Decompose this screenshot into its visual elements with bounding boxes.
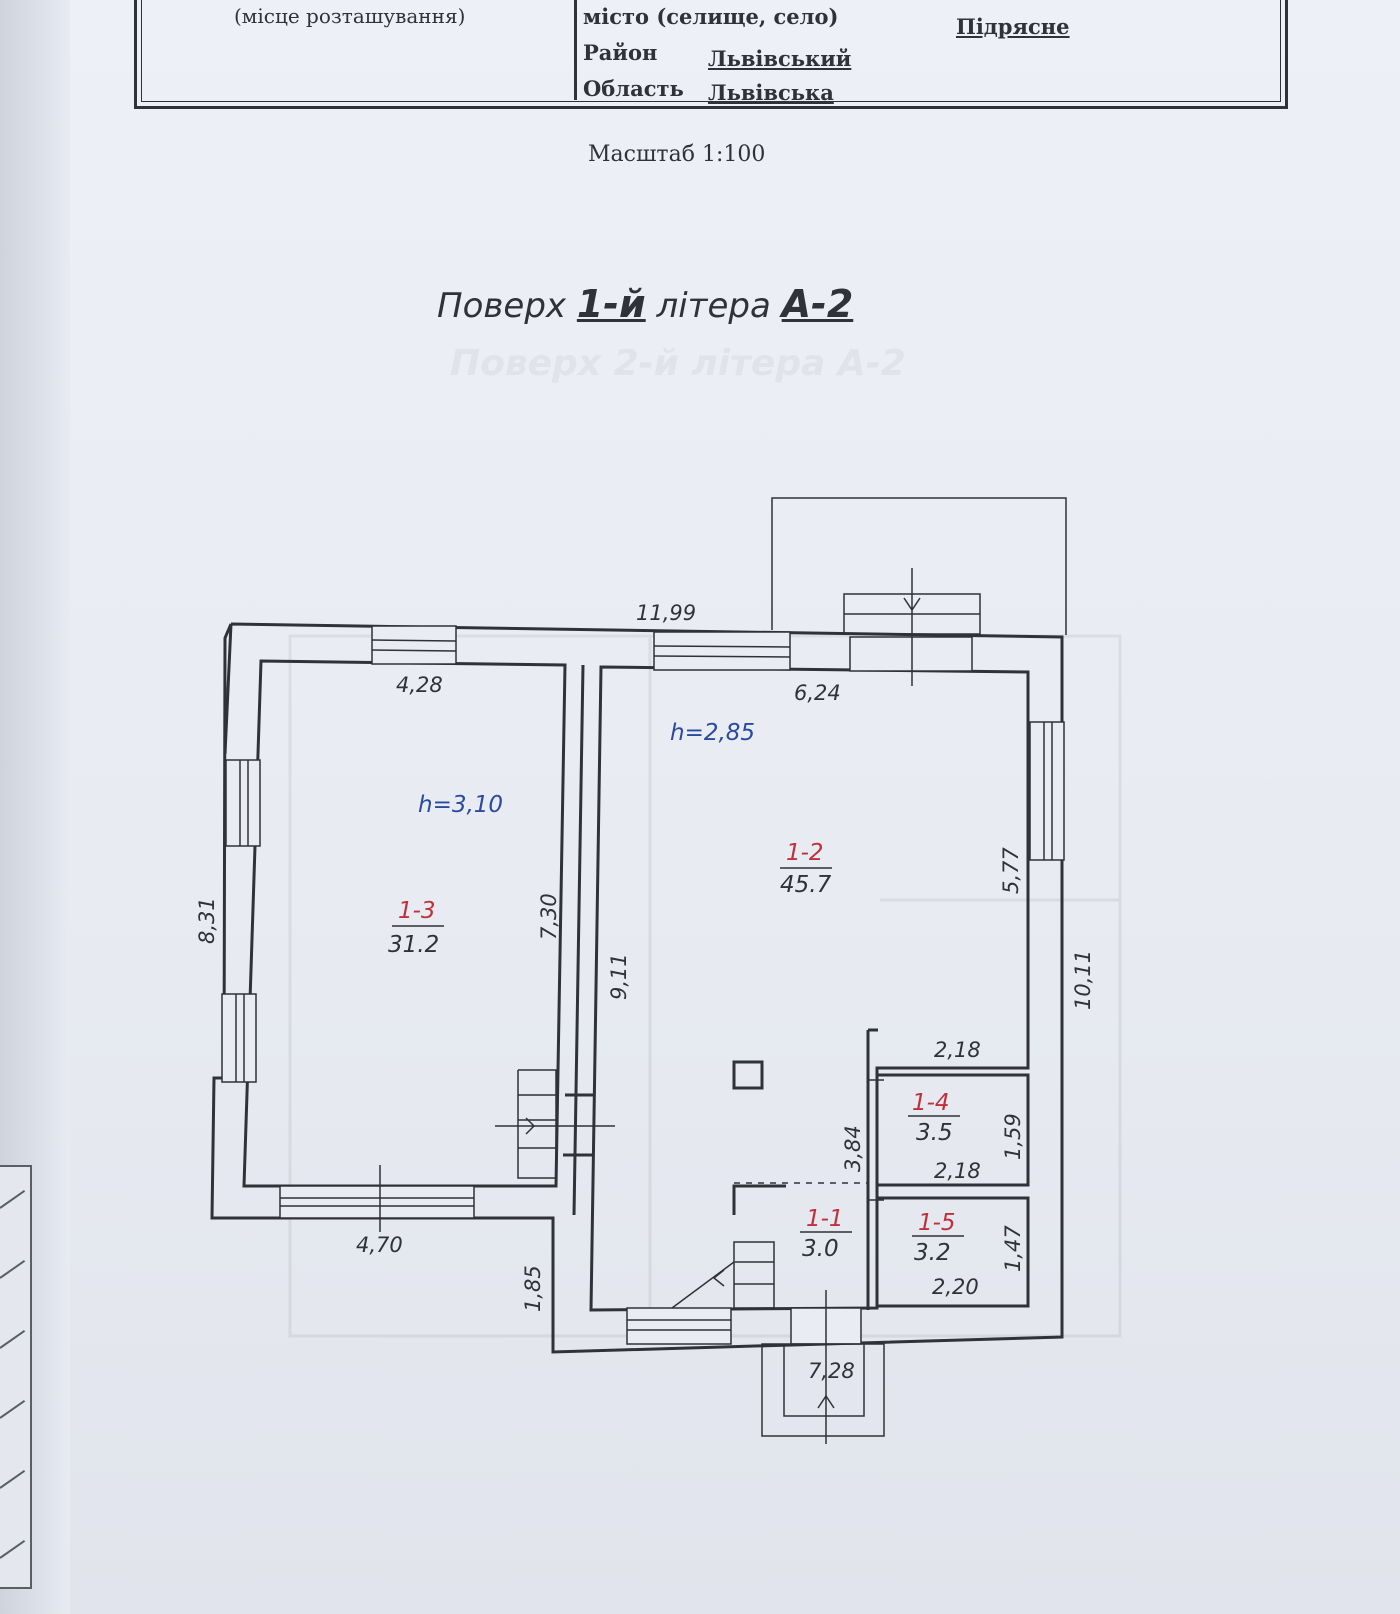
dim-room-1-5-width: 2,20 [932,1275,979,1299]
floor-value: 1-й [576,282,646,326]
room-1-2-label: 1-2 45.7 [780,840,832,898]
svg-text:45.7: 45.7 [780,872,832,898]
region-value: Львівська [708,80,834,105]
height-label-left: h=3,10 [418,792,503,818]
district-label: Район [583,40,658,65]
dim-room-1-3-height: 7,30 [537,893,561,940]
terrace-outline [771,497,1067,635]
dim-room-1-4-bottom: 2,18 [934,1159,981,1183]
height-label-right: h=2,85 [670,720,755,746]
svg-text:1-2: 1-2 [786,840,824,866]
svg-text:1-4: 1-4 [912,1090,950,1116]
window-bottom-left [279,1185,475,1219]
dim-top-total: 11,99 [636,601,696,625]
dim-room-1-2-width: 6,24 [794,681,841,705]
room-1-3-label: 1-3 31.2 [388,898,444,958]
svg-text:1-3: 1-3 [398,898,436,924]
svg-text:31.2: 31.2 [388,932,439,958]
window-bottom-middle [626,1307,732,1345]
show-through-title: Поверх 2-й літера А-2 [450,343,906,384]
region-label: Область [583,76,684,101]
city-value: Підрясне [956,14,1070,39]
svg-text:1-5: 1-5 [918,1210,956,1236]
document-page [68,0,1400,1614]
room-1-5-label: 1-5 3.2 [912,1210,964,1266]
stairs-room-1-3 [517,1069,557,1179]
dim-room-1-2-height-right: 5,77 [999,847,1023,894]
entrance-door-top [849,636,973,672]
partition-wall [572,664,585,1216]
letter-value: А-2 [781,282,854,326]
city-label: місто (селище, село) [583,4,839,29]
room-1-1-label: 1-1 3.0 [800,1206,852,1262]
stairs-room-1-1 [733,1241,775,1309]
scale-label: Масштаб 1:100 [588,142,766,167]
letter-word: літера [656,286,771,326]
dim-step-height: 1,85 [521,1265,545,1312]
dim-right-total: 10,11 [1071,950,1095,1010]
room-1-4-outline [875,1073,1030,1187]
room-1-5-outline [875,1196,1030,1308]
dim-room-1-2-height-left: 9,11 [607,953,631,1000]
svg-text:1-1: 1-1 [806,1206,844,1232]
dim-corridor-height: 3,84 [841,1125,865,1172]
porch-bottom [761,1343,885,1437]
svg-text:3.5: 3.5 [916,1120,953,1146]
dim-room-1-3-width: 4,28 [396,673,443,697]
window-left-lower [221,993,257,1083]
chimney [732,1060,764,1090]
stair-rail [732,1184,786,1215]
outer-wall-nw [223,623,233,755]
window-top-left [371,625,457,665]
dim-left-total: 8,31 [195,897,219,944]
dim-bottom-right: 7,28 [808,1359,855,1383]
floor-word: Поверх [437,286,567,326]
window-right [1029,721,1065,861]
header-divider [574,0,577,100]
window-left-upper [225,759,261,847]
dim-room-1-4-top: 2,18 [934,1038,981,1062]
room-1-2-outline [589,665,1030,1312]
adjacent-page-edge [0,1165,32,1589]
svg-text:3.0: 3.0 [802,1236,839,1262]
plan-title: Поверх 1-й літера А-2 [437,282,853,326]
dim-room-1-5-height: 1,47 [1001,1225,1025,1272]
location-caption: (місце розташування) [234,4,466,28]
header-table [134,0,1288,109]
svg-text:3.2: 3.2 [914,1240,951,1266]
dim-room-1-4-height: 1,59 [1001,1113,1025,1160]
district-value: Львівський [708,46,852,71]
window-top-middle [653,631,791,671]
room-1-4-label: 1-4 3.5 [908,1090,960,1146]
dim-bottom-left: 4,70 [356,1233,403,1257]
